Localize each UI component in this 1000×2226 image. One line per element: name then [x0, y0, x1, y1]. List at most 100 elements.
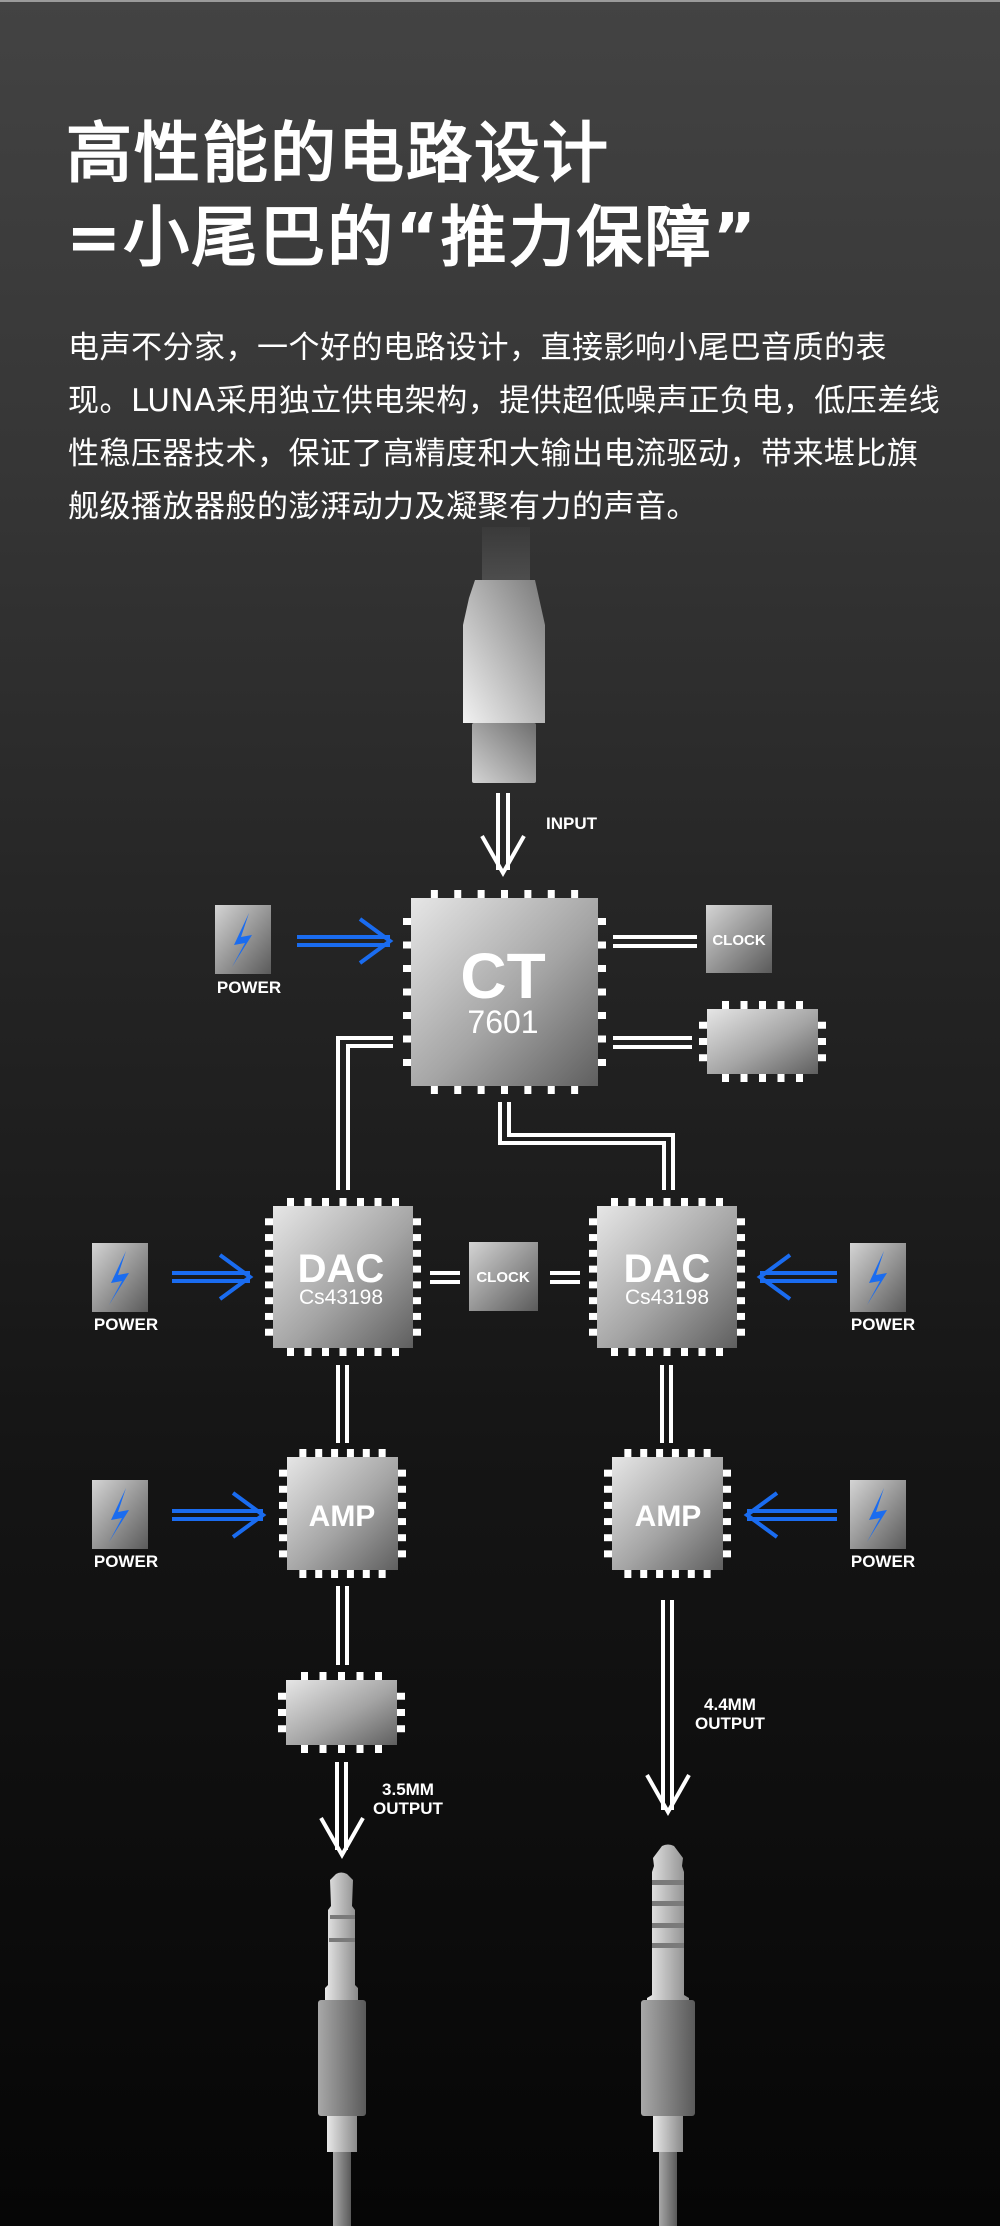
- chip-pin: [656, 1449, 664, 1457]
- chip-pin: [331, 1570, 339, 1578]
- chip-pin: [413, 1234, 421, 1242]
- chip-pin: [671, 1570, 679, 1578]
- chip-pin: [547, 890, 555, 898]
- output-chip-left: [278, 1672, 405, 1753]
- chip-pin: [737, 1312, 745, 1320]
- ct-chip-name: CT: [460, 940, 545, 1012]
- chip-pin: [759, 1074, 766, 1082]
- chip-pin: [279, 1501, 287, 1509]
- chip-pin: [397, 1709, 405, 1716]
- chip-pin: [703, 1570, 711, 1578]
- chip-pin: [477, 890, 485, 898]
- chip-pin: [413, 1297, 421, 1305]
- chip-pin: [604, 1485, 612, 1493]
- chip-pin: [524, 890, 532, 898]
- chip-pin: [589, 1312, 597, 1320]
- power-module-amp-right: [850, 1480, 906, 1549]
- output-left-line2: OUTPUT: [373, 1799, 444, 1818]
- chip-pin: [628, 1198, 636, 1206]
- chip-pin: [501, 1086, 508, 1094]
- power-arrow-right-icon: [172, 1253, 254, 1301]
- chip-pin: [413, 1265, 421, 1273]
- chip-pin: [737, 1218, 745, 1226]
- power-module-amp-left: [92, 1480, 148, 1549]
- chip-pin: [796, 1074, 803, 1082]
- ct-clock-bus: [613, 935, 697, 948]
- chip-pin: [604, 1550, 612, 1558]
- amp-chip-right: [604, 1449, 731, 1578]
- chip-body: [707, 1009, 818, 1074]
- power-label-dac-left: POWER: [94, 1315, 158, 1334]
- chip-pin: [604, 1469, 612, 1477]
- clock-label: CLOCK: [712, 932, 765, 949]
- chip-pin: [699, 1054, 707, 1062]
- ct-memory-bus: [613, 1036, 692, 1049]
- chip-pin: [737, 1297, 745, 1305]
- chip-pin: [299, 1449, 307, 1457]
- chip-pin: [589, 1218, 597, 1226]
- lightning-bolt-icon: [232, 913, 252, 967]
- chip-pin: [398, 1501, 406, 1509]
- chip-pin: [454, 890, 462, 898]
- chip-pin: [278, 1692, 286, 1700]
- chip-pin: [304, 1348, 312, 1356]
- chip-pin: [723, 1518, 731, 1526]
- chip-pin: [604, 1501, 612, 1509]
- chip-pin: [403, 1012, 411, 1019]
- power-module-dac-left: [92, 1243, 148, 1312]
- chip-pin: [339, 1348, 347, 1356]
- chip-pin: [413, 1312, 421, 1320]
- chip-pin: [265, 1312, 273, 1320]
- dac-right-model: Cs43198: [625, 1286, 709, 1309]
- chip-pin: [598, 965, 606, 972]
- page-title: 高性能的电路设计 =小尾巴的“推力保障”: [66, 112, 758, 280]
- ct-chip-model: 7601: [467, 1004, 538, 1040]
- chip-pin: [740, 1001, 748, 1009]
- dac-left-model: Cs43198: [299, 1286, 383, 1309]
- chip-pin: [571, 1086, 579, 1094]
- chip-pin: [374, 1198, 382, 1206]
- chip-pin: [698, 1198, 706, 1206]
- power-arrow-right-icon: [297, 917, 394, 965]
- power-label-top: POWER: [217, 978, 281, 997]
- chip-pin: [403, 965, 411, 972]
- chip-pin: [777, 1074, 785, 1082]
- chip-pin: [524, 1086, 532, 1094]
- chip-pin: [723, 1501, 731, 1509]
- chip-pin: [265, 1249, 273, 1257]
- chip-pin: [687, 1449, 695, 1457]
- chip-pin: [640, 1449, 648, 1457]
- output-right-line1: 4.4MM: [704, 1695, 756, 1714]
- chip-pin: [319, 1745, 327, 1753]
- chip-pin: [640, 1570, 648, 1578]
- chip-pin: [315, 1449, 323, 1457]
- chip-pin: [501, 890, 508, 898]
- chip-pin: [598, 918, 606, 925]
- chip-pin: [287, 1198, 294, 1206]
- amp-chip-left: [279, 1449, 406, 1578]
- chip-pin: [375, 1745, 382, 1753]
- amp-chip-bus-left: [336, 1586, 349, 1665]
- chip-pin: [687, 1570, 695, 1578]
- ct-left-dac-bus: [336, 1036, 393, 1190]
- chip-pin: [322, 1198, 329, 1206]
- chip-pin: [279, 1469, 287, 1477]
- title-line-2: =小尾巴的“推力保障”: [66, 199, 759, 276]
- chip-pin: [374, 1348, 382, 1356]
- chip-pin: [279, 1485, 287, 1493]
- chip-pin: [339, 1198, 347, 1206]
- jack-3-5mm-icon: [318, 1872, 366, 2226]
- chip-pin: [723, 1485, 731, 1493]
- chip-pin: [663, 1198, 671, 1206]
- power-module-dac-right: [850, 1243, 906, 1312]
- chip-pin: [287, 1348, 294, 1356]
- power-module-top: [215, 905, 271, 974]
- chip-pin: [716, 1348, 723, 1356]
- chip-pin: [319, 1672, 327, 1680]
- chip-pin: [398, 1534, 406, 1542]
- chip-pin: [397, 1725, 405, 1733]
- chip-pin: [392, 1198, 399, 1206]
- power-label-amp-left: POWER: [94, 1552, 158, 1571]
- chip-pin: [646, 1348, 653, 1356]
- chip-pin: [278, 1725, 286, 1733]
